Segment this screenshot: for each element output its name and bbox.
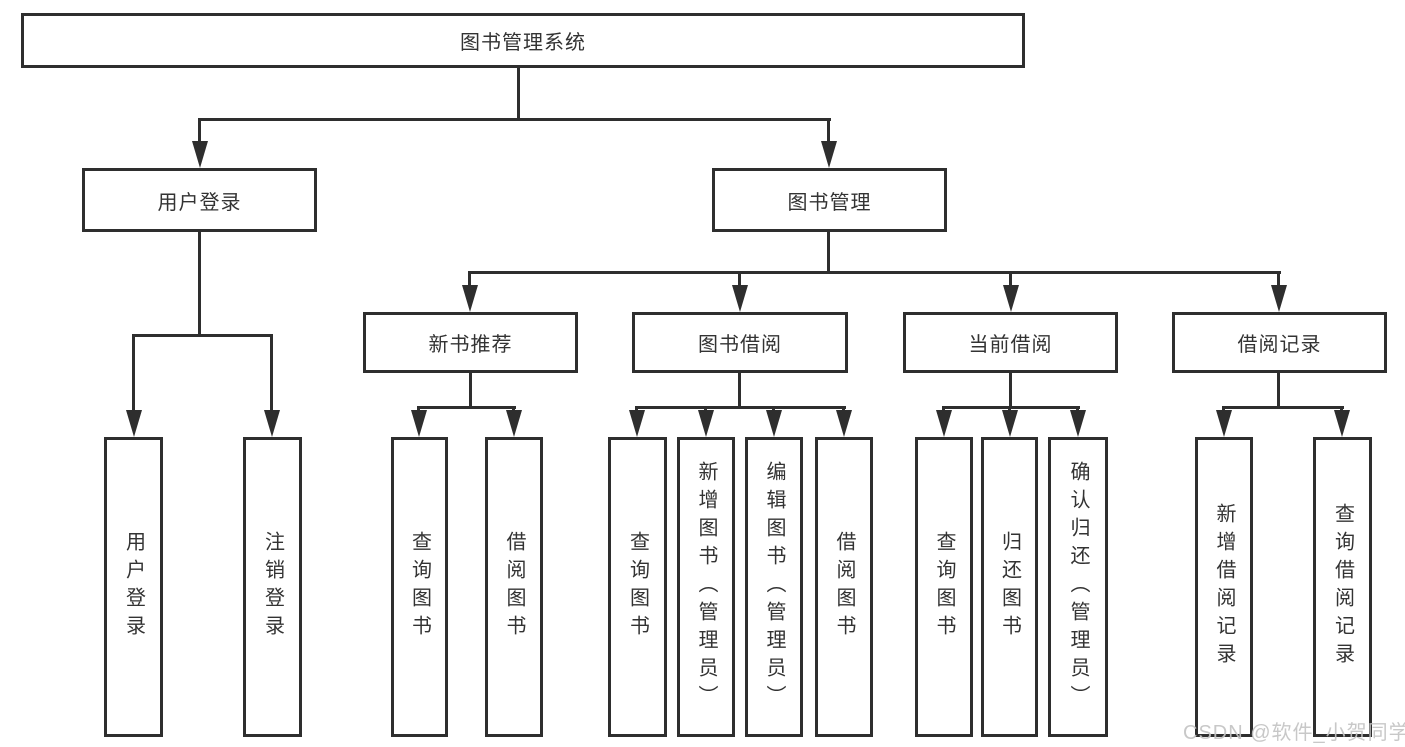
arrow-down-icon [1003,285,1019,312]
node-book-management: 图书管理 [712,168,947,232]
node-book-borrowing: 图书借阅 [632,312,848,373]
connector-line [469,373,472,409]
leaf-add-book-admin: 新增图书（管理员） [677,437,735,737]
connector-line [635,406,846,409]
connector-line [198,121,201,142]
leaf-query-books-borrowing: 查询图书 [608,437,667,737]
arrow-down-icon [766,410,782,437]
leaf-logout: 注销登录 [243,437,302,737]
arrow-down-icon [936,410,952,437]
arrow-down-icon [264,410,280,437]
leaf-query-borrow-record: 查询借阅记录 [1313,437,1372,737]
connector-line [1277,373,1280,409]
arrow-down-icon [836,410,852,437]
arrow-down-icon [506,410,522,437]
leaf-add-borrow-record: 新增借阅记录 [1195,437,1253,737]
connector-line [827,121,830,142]
leaf-user-login: 用户登录 [104,437,163,737]
arrow-down-icon [629,410,645,437]
connector-line [1009,373,1012,409]
watermark: CSDN @软件_小贺同学 [1183,722,1405,744]
leaf-borrow-books-borrowing: 借阅图书 [815,437,873,737]
connector-line [1009,274,1012,288]
arrow-down-icon [192,141,208,168]
node-new-book-recommendation: 新书推荐 [363,312,578,373]
node-borrowing-records: 借阅记录 [1172,312,1387,373]
connector-line [1222,406,1344,409]
arrow-down-icon [732,285,748,312]
arrow-down-icon [462,285,478,312]
connector-line [517,68,520,120]
leaf-return-books: 归还图书 [981,437,1038,737]
node-user-login: 用户登录 [82,168,317,232]
leaf-borrow-books-recommend: 借阅图书 [485,437,543,737]
leaf-query-books-recommend: 查询图书 [391,437,448,737]
arrow-down-icon [821,141,837,168]
node-library-management-system: 图书管理系统 [21,13,1025,68]
connector-line [1277,274,1280,288]
connector-line [738,373,741,409]
arrow-down-icon [1002,410,1018,437]
connector-line [468,271,1281,274]
arrow-down-icon [1334,410,1350,437]
arrow-down-icon [1070,410,1086,437]
arrow-down-icon [1271,285,1287,312]
arrow-down-icon [126,410,142,437]
connector-line [468,274,471,288]
connector-line [270,337,273,410]
leaf-query-books-current: 查询图书 [915,437,973,737]
connector-line [942,406,1080,409]
arrow-down-icon [411,410,427,437]
node-current-borrowing: 当前借阅 [903,312,1118,373]
arrow-down-icon [698,410,714,437]
leaf-confirm-return-admin: 确认归还（管理员） [1048,437,1108,737]
connector-line [417,406,516,409]
arrow-down-icon [1216,410,1232,437]
leaf-edit-book-admin: 编辑图书（管理员） [745,437,803,737]
connector-line [132,334,273,337]
connector-line [827,232,830,274]
connector-line [198,232,201,336]
connector-line [738,274,741,288]
connector-line [198,118,831,121]
connector-line [132,337,135,410]
